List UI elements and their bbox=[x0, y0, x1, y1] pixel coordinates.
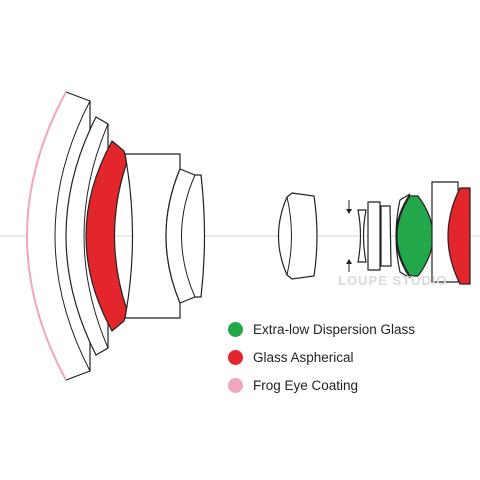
lens-element-13-aspherical bbox=[447, 187, 471, 285]
green-dot-icon bbox=[228, 321, 243, 337]
lens-element-11-ed bbox=[396, 195, 434, 277]
lens-element-3-aspherical bbox=[85, 140, 128, 332]
arrow-up-head bbox=[346, 259, 352, 264]
lens-element-2-inner bbox=[83, 123, 109, 349]
pink-dot-icon bbox=[228, 377, 243, 393]
watermark: LOUPE STUDIO bbox=[338, 273, 448, 288]
legend-label: Glass Aspherical bbox=[253, 349, 354, 365]
legend: Extra-low Dispersion Glass Glass Aspheri… bbox=[228, 320, 415, 404]
lens-element-8 bbox=[367, 201, 381, 271]
legend-label: Extra-low Dispersion Glass bbox=[253, 321, 416, 337]
lens-element-10 bbox=[395, 193, 411, 279]
lens-element-7 bbox=[357, 209, 367, 263]
legend-item-aspherical: Glass Aspherical bbox=[228, 348, 415, 366]
arrow-down-head bbox=[346, 209, 352, 214]
red-dot-icon bbox=[228, 349, 243, 365]
legend-item-ed: Extra-low Dispersion Glass bbox=[228, 320, 415, 338]
legend-item-frog-eye: Frog Eye Coating bbox=[228, 376, 415, 394]
lens-element-6-inner bbox=[286, 196, 292, 276]
frog-eye-coating-edge bbox=[26, 91, 67, 381]
lens-element-9 bbox=[380, 205, 392, 267]
legend-label: Frog Eye Coating bbox=[253, 377, 359, 393]
lens-element-1-inner bbox=[54, 100, 91, 372]
lens-element-6 bbox=[277, 192, 318, 280]
lens-element-5-inner bbox=[181, 174, 196, 298]
lens-element-5 bbox=[165, 168, 206, 304]
